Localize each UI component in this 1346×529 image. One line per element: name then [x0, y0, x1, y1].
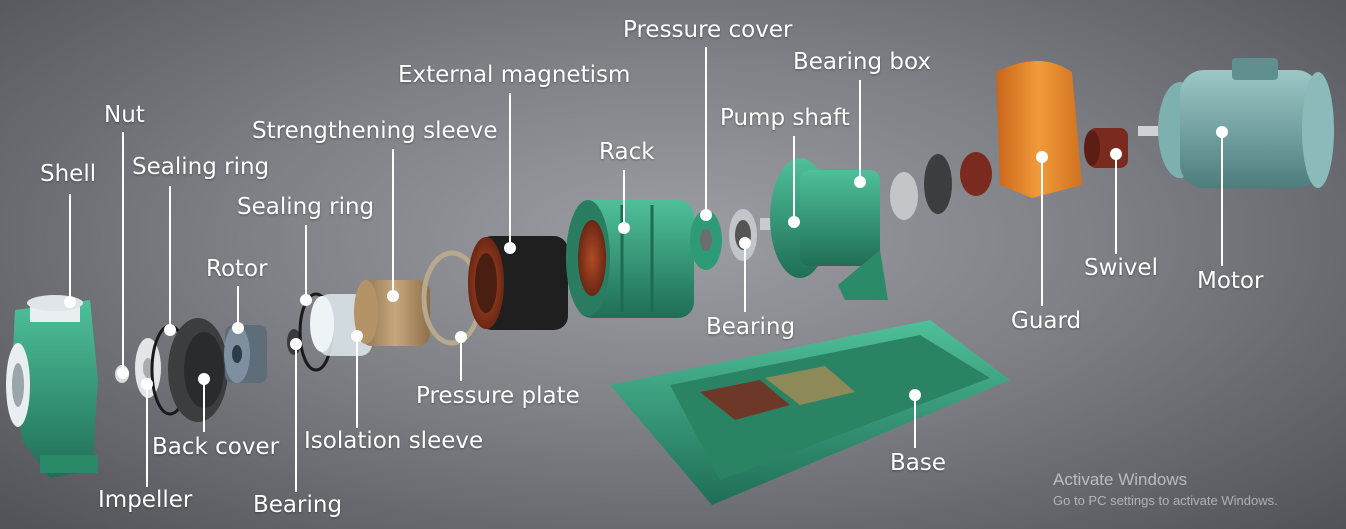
label-guard: Guard — [1011, 308, 1082, 334]
seal-ring-part — [924, 154, 952, 214]
back-cover-part — [168, 318, 228, 422]
label-rotor: Rotor — [206, 256, 268, 282]
shell-part — [6, 295, 98, 478]
activate-windows-subtitle: Go to PC settings to activate Windows. — [1053, 493, 1278, 508]
label-shell: Shell — [40, 161, 97, 187]
base-part — [610, 320, 1010, 505]
label-sealing-ring-1: Sealing ring — [132, 154, 270, 180]
label-bearing-1: Bearing — [253, 492, 343, 518]
rack-part — [566, 200, 694, 318]
label-impeller: Impeller — [98, 487, 193, 513]
label-pressure-cover: Pressure cover — [623, 17, 793, 43]
label-nut: Nut — [104, 102, 145, 128]
strengthening-sleeve-part — [354, 280, 430, 346]
label-pressure-plate: Pressure plate — [416, 383, 580, 409]
bearing-box-part — [770, 158, 888, 300]
bearing-2-part — [729, 209, 757, 261]
rotor-part — [224, 325, 267, 383]
label-external-magnetism: External magnetism — [398, 62, 631, 88]
motor-part — [1138, 58, 1334, 188]
leader-lines — [64, 47, 1228, 492]
label-bearing-box: Bearing box — [793, 49, 931, 75]
label-sealing-ring-2: Sealing ring — [237, 194, 375, 220]
label-back-cover: Back cover — [152, 434, 280, 460]
label-bearing-2: Bearing — [706, 314, 796, 340]
label-strengthening-sleeve: Strengthening sleeve — [252, 118, 498, 144]
guard-part — [996, 61, 1082, 198]
label-swivel: Swivel — [1084, 255, 1158, 281]
swivel-part — [1084, 128, 1128, 168]
activate-windows-title: Activate Windows — [1053, 470, 1188, 489]
label-rack: Rack — [599, 139, 655, 165]
label-base: Base — [890, 450, 947, 476]
label-isolation-sleeve: Isolation sleeve — [304, 428, 484, 454]
label-pump-shaft: Pump shaft — [720, 105, 850, 131]
external-magnetism-part — [468, 236, 568, 330]
label-motor: Motor — [1197, 268, 1264, 294]
coupling-part — [960, 152, 992, 196]
pressure-cover-part — [690, 210, 722, 270]
bearing-3-part — [890, 172, 918, 220]
